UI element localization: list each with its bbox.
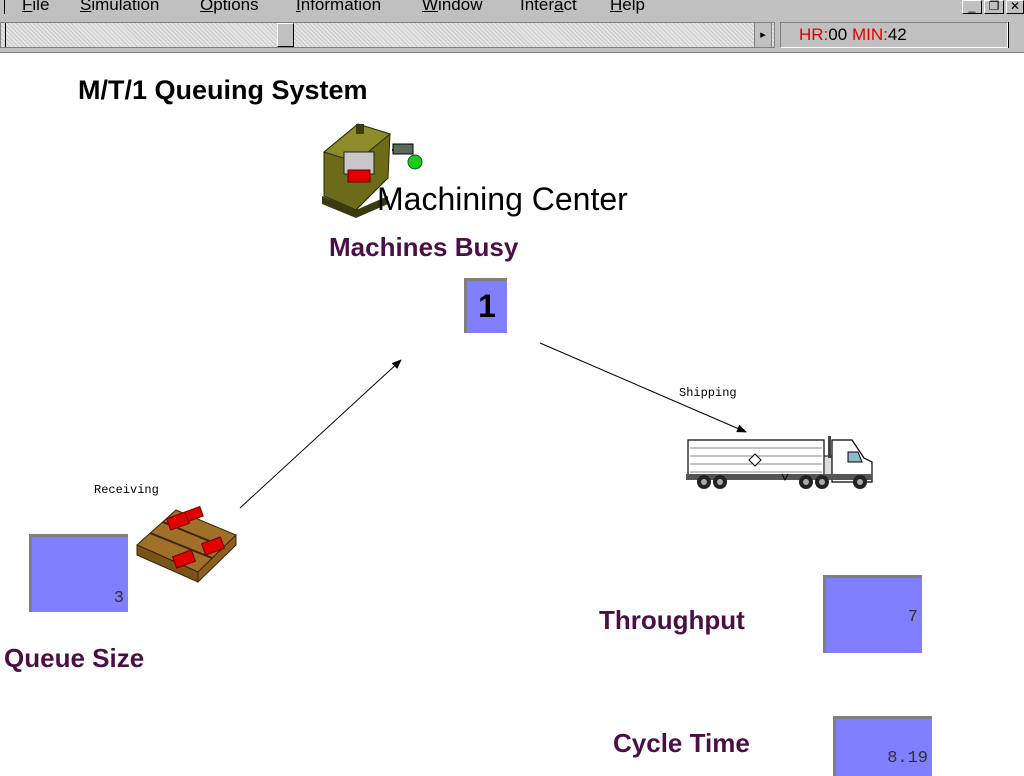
restore-button[interactable]: ❐ (984, 0, 1004, 14)
clock-hr-value: 00 (828, 25, 848, 44)
menu-window[interactable]: Window (422, 0, 483, 14)
queue-size-value: 3 (113, 589, 124, 608)
scroll-right-button[interactable]: ▸ (754, 22, 772, 48)
page-title: M/T/1 Queuing System (78, 75, 368, 105)
throughput-display: 7 (823, 575, 922, 653)
menu-interact[interactable]: Interact (520, 0, 577, 14)
cycle-time-value: 8.19 (887, 749, 928, 768)
menu-file[interactable]: File (22, 0, 50, 14)
queue-size-label: Queue Size (4, 643, 145, 673)
close-icon: ✕ (1009, 0, 1021, 13)
restore-icon: ❐ (988, 0, 1000, 13)
machining-center-icon[interactable] (322, 123, 423, 218)
machining-center-label: Machining Center (377, 181, 628, 217)
toolbar-end-button[interactable] (1008, 22, 1024, 48)
clock-hr-label: HR: (799, 25, 829, 44)
truck-icon[interactable] (686, 436, 873, 489)
minimize-icon: _ (968, 0, 976, 13)
speed-scrollbar[interactable] (0, 22, 775, 48)
menu-information[interactable]: Information (296, 0, 382, 14)
receiving-label: Receiving (94, 483, 159, 497)
simulation-clock: HR:00 MIN:42 (780, 22, 1008, 48)
shipping-label: Shipping (679, 386, 737, 400)
menu-simulation[interactable]: Simulation (80, 0, 160, 14)
clock-min-label: MIN: (851, 25, 888, 44)
minimize-button[interactable]: _ (962, 0, 982, 14)
menu-help[interactable]: Help (610, 0, 645, 14)
system-menu-edge[interactable] (0, 0, 5, 14)
pallet-icon[interactable] (136, 505, 237, 584)
receiving-to-machine-arrow (239, 359, 402, 509)
menu-options[interactable]: Options (200, 0, 259, 14)
machines-busy-value: 1 (478, 288, 496, 324)
clock-min-value: 42 (887, 25, 907, 44)
throughput-label: Throughput (599, 605, 745, 635)
toolbar: ▸ HR:00 MIN:42 (0, 18, 1024, 53)
scrollbar-thumb[interactable] (277, 23, 294, 47)
scrollbar-left-cap (1, 23, 6, 47)
arrow-right-icon: ▸ (760, 29, 766, 41)
cycle-time-display: 8.19 (833, 716, 932, 776)
machines-busy-label: Machines Busy (329, 232, 519, 262)
menu-bar: File Simulation Options Information Wind… (0, 0, 1024, 18)
throughput-value: 7 (907, 608, 918, 627)
machine-to-shipping-arrow (539, 342, 747, 433)
machines-busy-display: 1 (464, 278, 507, 333)
cycle-time-label: Cycle Time (613, 728, 750, 758)
queue-size-display: 3 (29, 534, 128, 612)
